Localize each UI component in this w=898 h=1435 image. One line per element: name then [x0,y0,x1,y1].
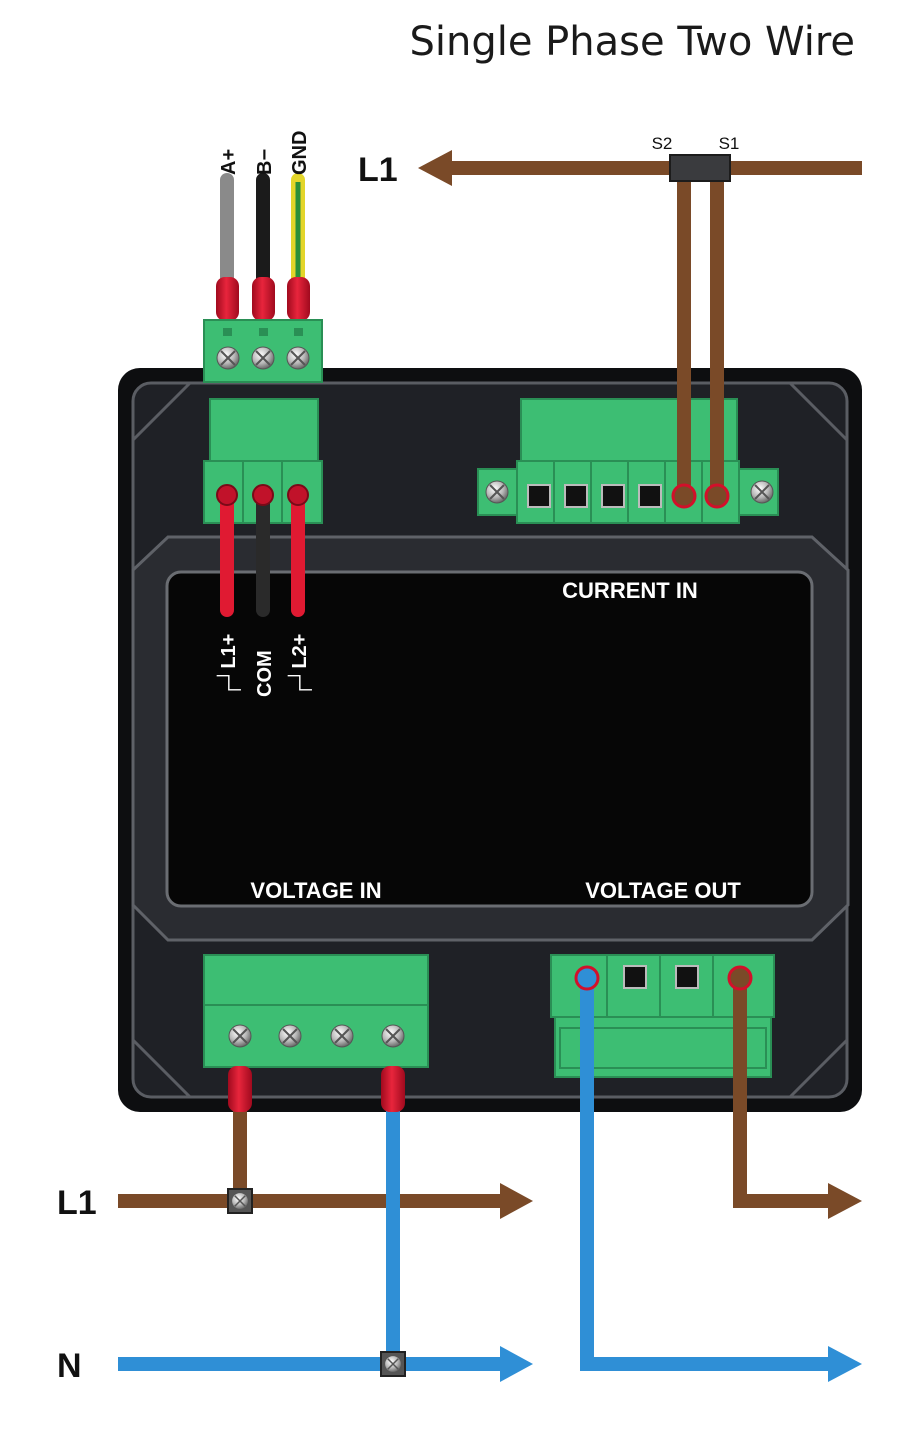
top-l1-line [418,150,862,186]
comm-plug[interactable] [203,319,323,383]
terminal-l1-plus: ┌┘L1+ [216,634,241,697]
voltage-out-wires [574,965,862,1382]
terminal-a-plus: A+ [218,149,240,175]
voltage-out-label: VOLTAGE OUT [585,878,741,903]
terminal-gnd: GND [289,131,311,175]
neutral-line [118,1100,533,1382]
pulse-wires [216,484,309,617]
voltage-in-label: VOLTAGE IN [250,878,381,903]
voltage-in-ferrules [228,1066,405,1112]
terminal-com: COM [254,650,276,697]
neutral-label: N [57,1347,82,1385]
terminal-b-minus: B− [254,149,276,175]
ct-wires [671,172,730,509]
bottom-l1-line [118,1100,533,1219]
current-in-connector[interactable] [477,398,779,524]
comm-ferrules [216,277,310,321]
top-l1-label: L1 [358,151,398,189]
diagram-title: Single Phase Two Wire [409,19,855,65]
junction-clamps [227,1188,406,1377]
current-transformer [669,154,731,182]
terminal-l2-plus: ┌┘L2+ [287,634,312,697]
bottom-l1-label: L1 [57,1184,97,1222]
ct-s1-label: S1 [719,134,740,153]
current-in-label: CURRENT IN [562,578,698,603]
meter-body [118,368,862,1112]
ct-s2-label: S2 [652,134,673,153]
voltage-in-connector[interactable] [203,954,429,1068]
comm-wires [220,173,305,289]
